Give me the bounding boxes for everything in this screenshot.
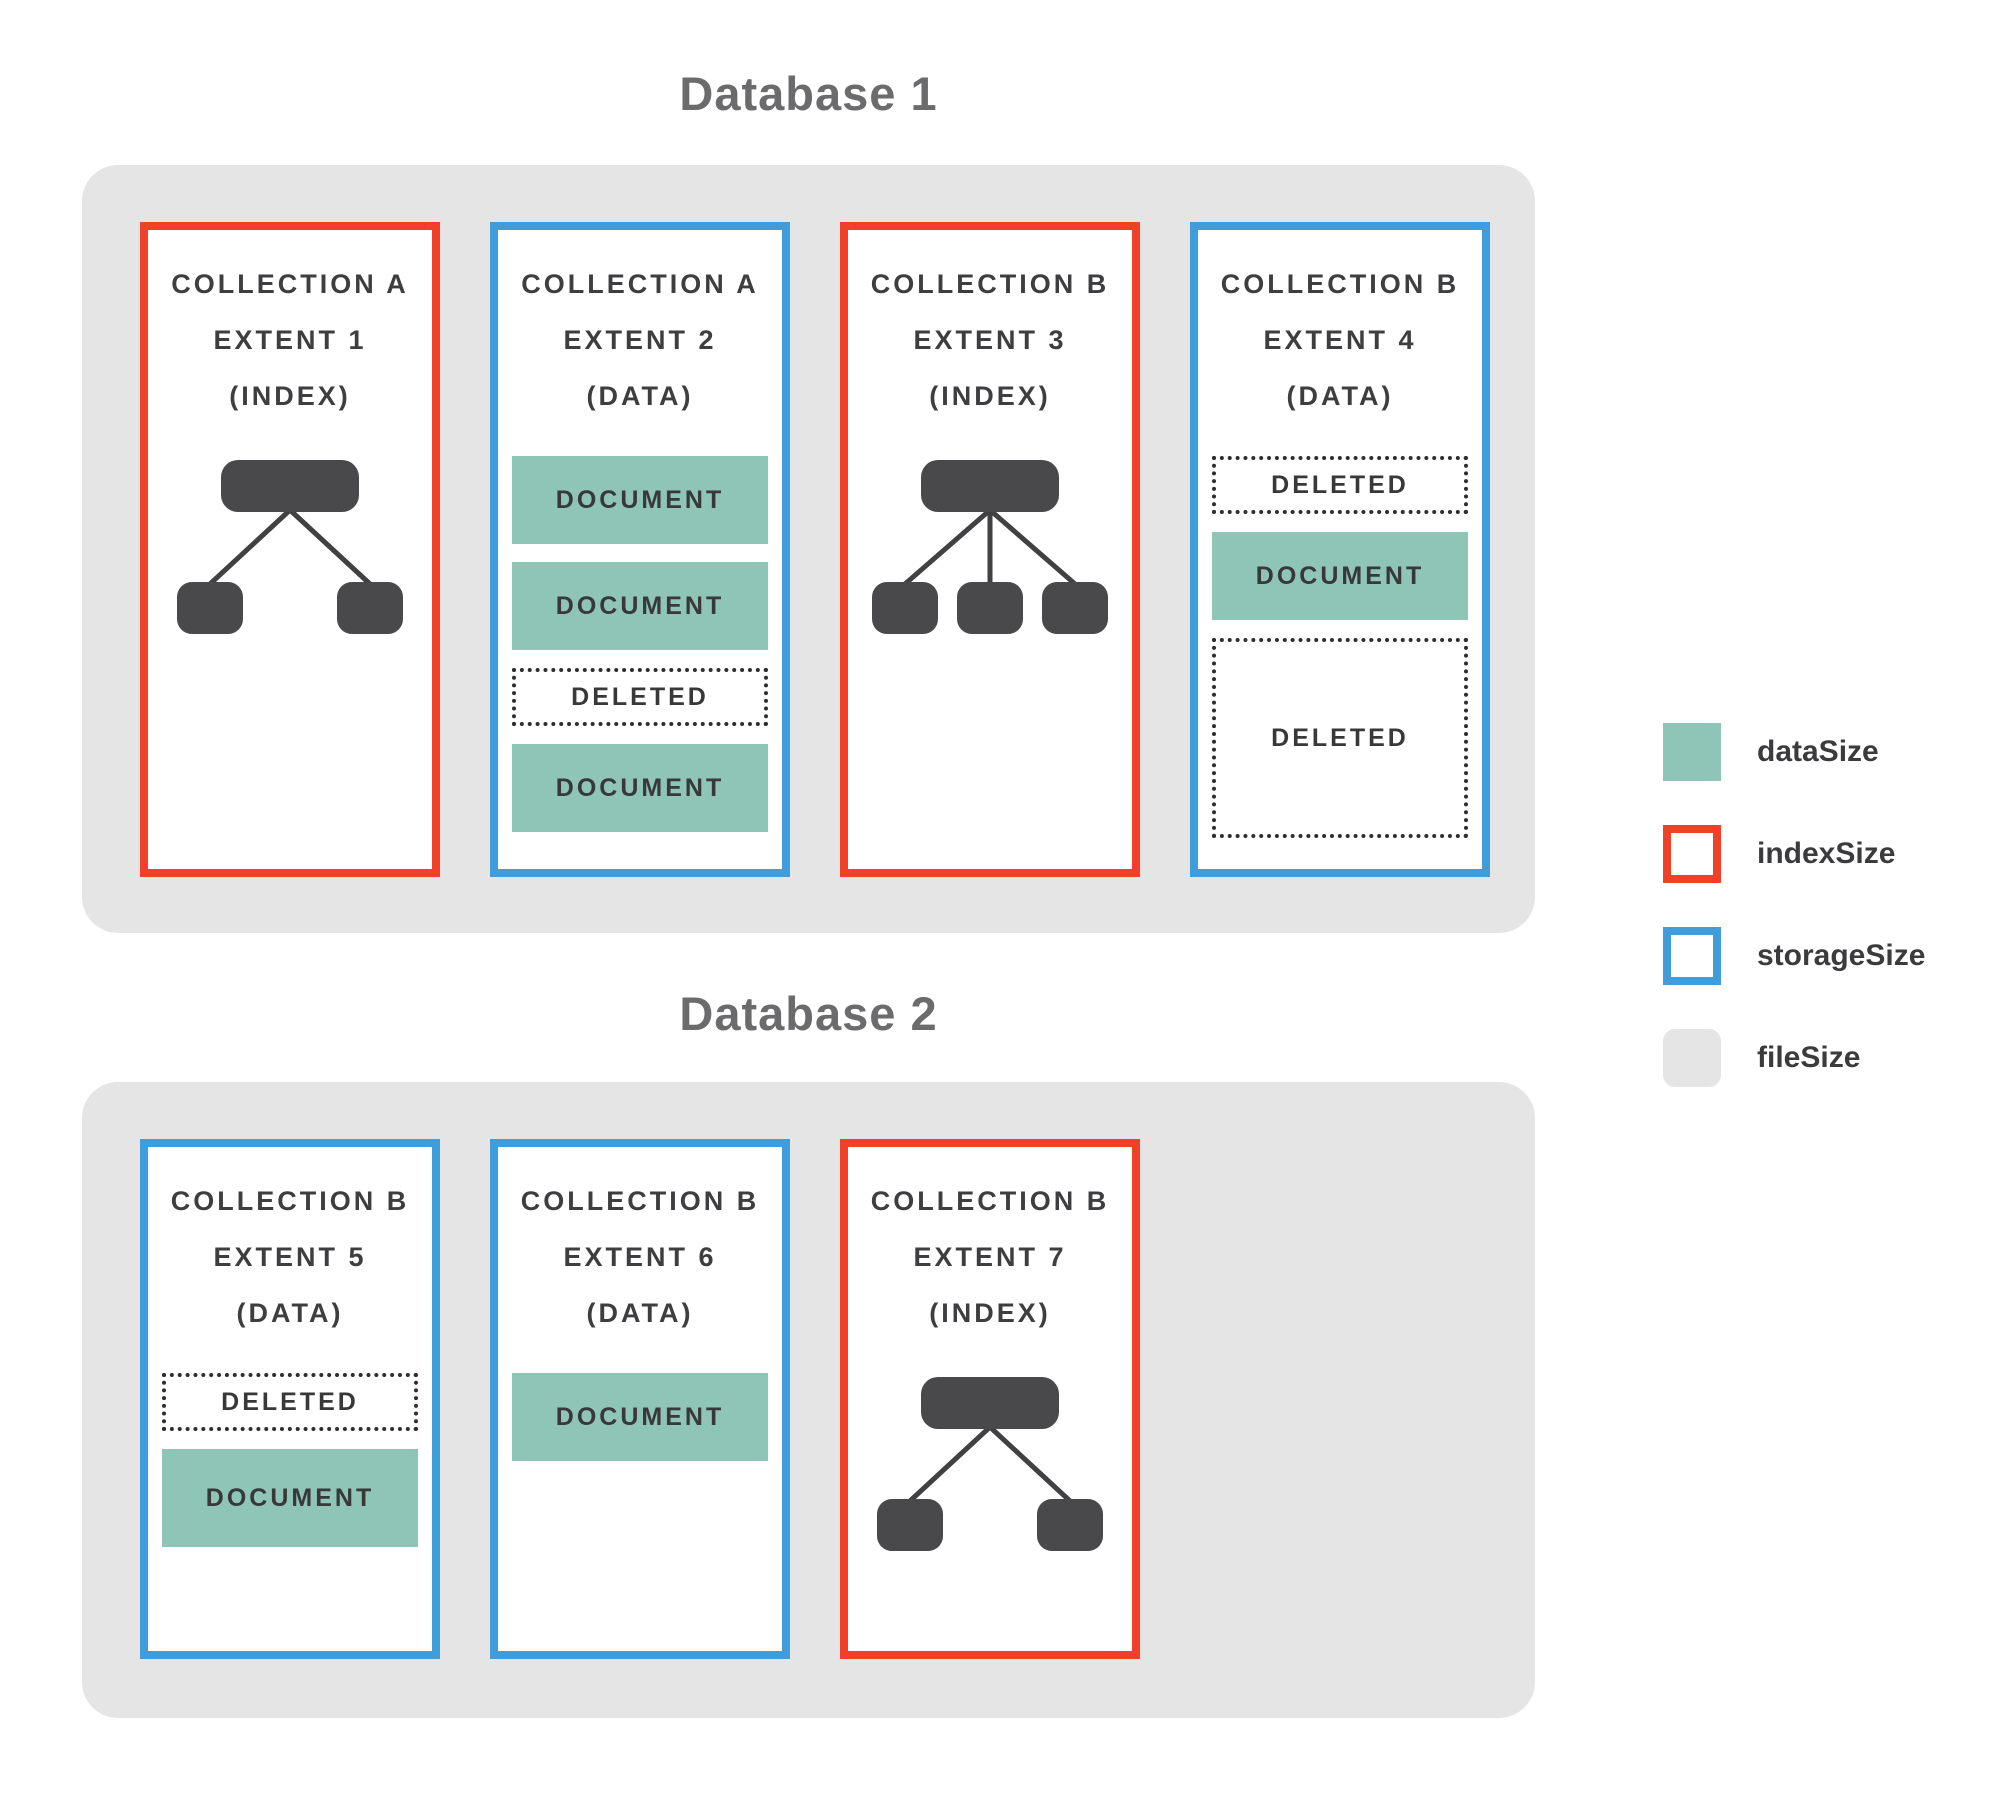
extent-label: EXTENT 2 xyxy=(563,325,717,355)
extent-card-2: COLLECTION A EXTENT 2 (DATA) DOCUMENT DO… xyxy=(490,222,790,877)
indexsize-swatch-icon xyxy=(1663,825,1721,883)
extent-2-title: COLLECTION A EXTENT 2 (DATA) xyxy=(498,256,782,424)
filesize-swatch-icon xyxy=(1663,1029,1721,1087)
extent-label: EXTENT 1 xyxy=(213,325,367,355)
extent-label: EXTENT 4 xyxy=(1263,325,1417,355)
datasize-swatch-icon xyxy=(1663,723,1721,781)
extent-5-title: COLLECTION B EXTENT 5 (DATA) xyxy=(148,1173,432,1341)
btree-icon xyxy=(177,460,403,634)
document-block: DOCUMENT xyxy=(512,744,768,832)
kind-label: (DATA) xyxy=(1286,381,1394,411)
deleted-block: DELETED xyxy=(1212,456,1468,514)
tree-node xyxy=(221,460,359,512)
database-2-extent-row: COLLECTION B EXTENT 5 (DATA) DELETED DOC… xyxy=(82,1082,1535,1659)
legend-label: storageSize xyxy=(1757,939,1926,972)
tree-node xyxy=(957,582,1023,634)
document-block: DOCUMENT xyxy=(512,456,768,544)
collection-label: COLLECTION B xyxy=(870,269,1110,299)
collection-label: COLLECTION B xyxy=(870,1186,1110,1216)
extent-label: EXTENT 6 xyxy=(563,1242,717,1272)
database-1-file-box: COLLECTION A EXTENT 1 (INDEX) COLLECTION… xyxy=(82,165,1535,933)
legend-item-filesize: fileSize xyxy=(1663,1029,1925,1087)
kind-label: (INDEX) xyxy=(929,1298,1051,1328)
document-block: DOCUMENT xyxy=(512,1373,768,1461)
extent-card-3: COLLECTION B EXTENT 3 (INDEX) xyxy=(840,222,1140,877)
kind-label: (INDEX) xyxy=(929,381,1051,411)
document-block: DOCUMENT xyxy=(1212,532,1468,620)
deleted-block: DELETED xyxy=(1212,638,1468,838)
database-2-title: Database 2 xyxy=(679,987,938,1040)
tree-node xyxy=(1037,1499,1103,1551)
collection-label: COLLECTION A xyxy=(521,269,759,299)
kind-label: (INDEX) xyxy=(229,381,351,411)
extent-card-1: COLLECTION A EXTENT 1 (INDEX) xyxy=(140,222,440,877)
extent-2-blocks: DOCUMENT DOCUMENT DELETED DOCUMENT xyxy=(512,456,768,832)
kind-label: (DATA) xyxy=(586,381,694,411)
document-block: DOCUMENT xyxy=(512,562,768,650)
database-1-extent-row: COLLECTION A EXTENT 1 (INDEX) COLLECTION… xyxy=(82,165,1535,877)
extent-4-blocks: DELETED DOCUMENT DELETED xyxy=(1212,456,1468,838)
extent-card-7: COLLECTION B EXTENT 7 (INDEX) xyxy=(840,1139,1140,1659)
extent-card-6: COLLECTION B EXTENT 6 (DATA) DOCUMENT xyxy=(490,1139,790,1659)
legend-label: dataSize xyxy=(1757,735,1879,768)
tree-node xyxy=(921,1377,1059,1429)
database-1-title: Database 1 xyxy=(679,67,938,120)
legend-item-storagesize: storageSize xyxy=(1663,927,1925,985)
legend-label: fileSize xyxy=(1757,1041,1861,1074)
btree-icon xyxy=(872,460,1108,634)
storagesize-swatch-icon xyxy=(1663,927,1721,985)
database-2-file-box: COLLECTION B EXTENT 5 (DATA) DELETED DOC… xyxy=(82,1082,1535,1718)
extent-label: EXTENT 7 xyxy=(913,1242,1067,1272)
legend: dataSize indexSize storageSize fileSize xyxy=(1663,723,1925,1131)
tree-node xyxy=(921,460,1059,512)
extent-4-title: COLLECTION B EXTENT 4 (DATA) xyxy=(1198,256,1482,424)
legend-item-indexsize: indexSize xyxy=(1663,825,1925,883)
btree-icon xyxy=(877,1377,1103,1551)
extent-7-title: COLLECTION B EXTENT 7 (INDEX) xyxy=(848,1173,1132,1341)
extent-5-blocks: DELETED DOCUMENT xyxy=(162,1373,418,1547)
document-block: DOCUMENT xyxy=(162,1449,418,1547)
collection-label: COLLECTION B xyxy=(520,1186,760,1216)
extent-card-5: COLLECTION B EXTENT 5 (DATA) DELETED DOC… xyxy=(140,1139,440,1659)
extent-label: EXTENT 3 xyxy=(913,325,1067,355)
extent-1-title: COLLECTION A EXTENT 1 (INDEX) xyxy=(148,256,432,424)
tree-node xyxy=(1042,582,1108,634)
kind-label: (DATA) xyxy=(236,1298,344,1328)
extent-6-title: COLLECTION B EXTENT 6 (DATA) xyxy=(498,1173,782,1341)
deleted-block: DELETED xyxy=(512,668,768,726)
deleted-block: DELETED xyxy=(162,1373,418,1431)
extent-card-4: COLLECTION B EXTENT 4 (DATA) DELETED DOC… xyxy=(1190,222,1490,877)
extent-3-title: COLLECTION B EXTENT 3 (INDEX) xyxy=(848,256,1132,424)
kind-label: (DATA) xyxy=(586,1298,694,1328)
legend-label: indexSize xyxy=(1757,837,1896,870)
extent-6-blocks: DOCUMENT xyxy=(512,1373,768,1461)
legend-item-datasize: dataSize xyxy=(1663,723,1925,781)
collection-label: COLLECTION A xyxy=(171,269,409,299)
extent-label: EXTENT 5 xyxy=(213,1242,367,1272)
tree-node xyxy=(877,1499,943,1551)
tree-node xyxy=(872,582,938,634)
tree-node xyxy=(337,582,403,634)
collection-label: COLLECTION B xyxy=(1220,269,1460,299)
tree-node xyxy=(177,582,243,634)
collection-label: COLLECTION B xyxy=(170,1186,410,1216)
